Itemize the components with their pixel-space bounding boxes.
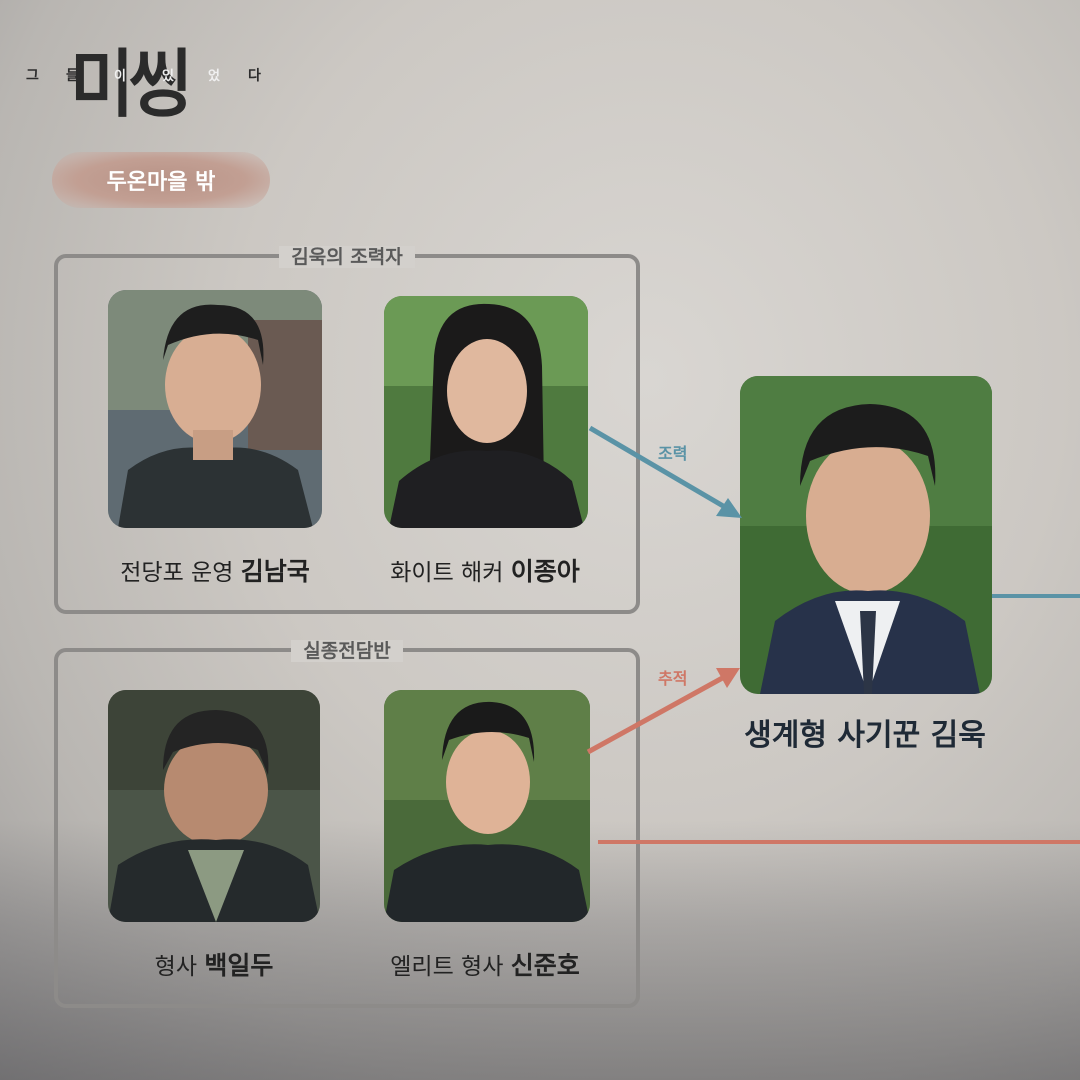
logo-char: 었	[208, 69, 220, 84]
relation-label-chase: 추적	[658, 669, 688, 688]
chase-arrowhead	[716, 668, 740, 688]
logo-title: 미씽	[70, 41, 193, 128]
relation-label-help: 조력	[658, 444, 688, 463]
logo-char: 다	[248, 68, 261, 84]
person-silhouette	[108, 690, 320, 922]
portrait-kim-wook	[740, 376, 992, 694]
group-missing-unit: 실종전담반	[54, 640, 640, 1008]
portrait-shin-junho	[384, 690, 590, 922]
logo-char: 들	[66, 68, 79, 84]
show-logo: 그 들 미씽 이 있 었 다	[22, 30, 282, 127]
helper-arrow-line	[588, 425, 732, 513]
character-name: 전당포 운영 김남국	[120, 557, 310, 586]
main-character-name: 생계형 사기꾼 김욱	[744, 718, 986, 753]
portrait-baek-ildu	[108, 690, 320, 922]
person-silhouette	[740, 376, 992, 694]
group-helpers: 김욱의 조력자	[54, 246, 640, 614]
logo-char: 그	[26, 68, 39, 84]
person-silhouette	[108, 290, 322, 528]
portrait-kim-namguk	[108, 290, 322, 528]
character-name: 형사 백일두	[154, 951, 274, 980]
helper-arrowhead	[716, 498, 742, 518]
group-label: 김욱의 조력자	[58, 242, 636, 269]
section-badge: 두온마을 밖	[52, 152, 270, 208]
logo-char: 이	[114, 69, 126, 84]
logo-char: 있	[162, 69, 174, 84]
person-silhouette	[384, 690, 590, 922]
chase-arrow-line	[586, 673, 728, 755]
character-name: 화이트 해커 이종아	[390, 557, 580, 586]
character-name: 엘리트 형사 신준호	[390, 951, 580, 980]
group-label: 실종전담반	[58, 636, 636, 663]
person-silhouette	[384, 296, 588, 528]
portrait-lee-jongah	[384, 296, 588, 528]
